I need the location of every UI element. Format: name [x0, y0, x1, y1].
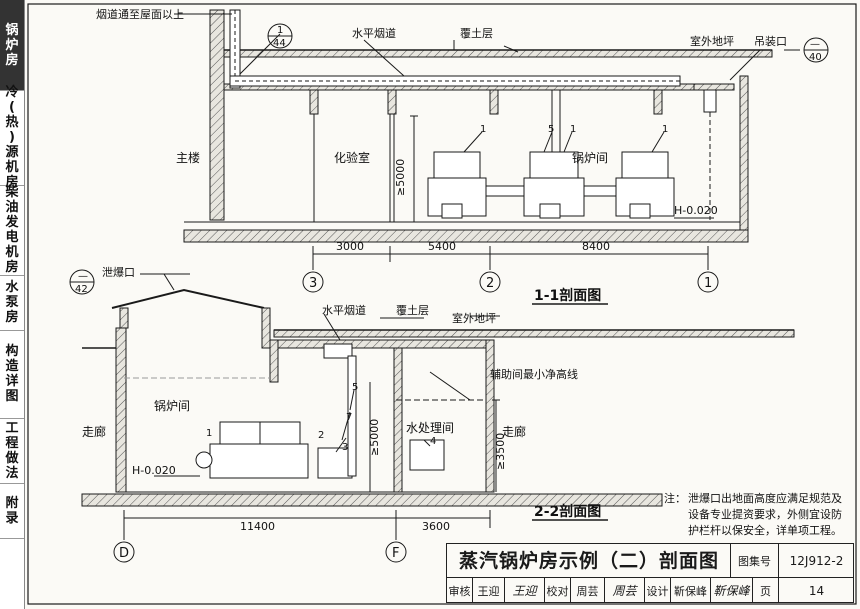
label-outdoor-grade-2: 室外地坪 — [452, 311, 496, 325]
label-corridor-left: 走廊 — [82, 424, 106, 439]
dim-text: 8400 — [582, 240, 610, 253]
label-lab-room: 化验室 — [334, 150, 370, 165]
axis-circle — [385, 541, 407, 563]
section-title-2: 2-2剖面图 — [534, 503, 601, 520]
axis-circle — [697, 271, 719, 293]
sidebar-tab[interactable]: 柴油发电机房 — [0, 185, 24, 276]
note-line: 设备专业提资要求，外侧宜设防 — [688, 507, 842, 521]
outer-wall-right — [739, 75, 749, 233]
label-height-5000-2: ≥5000 — [368, 419, 381, 456]
checker-signature: 周芸 — [605, 578, 645, 603]
note-line: 泄爆口出地面高度应满足规范及 — [688, 491, 842, 505]
label-horizontal-flue: 水平烟道 — [352, 26, 396, 40]
equipment-tag: 1 — [480, 124, 486, 135]
dim-text: 11400 — [240, 520, 275, 533]
water-tank — [409, 439, 445, 471]
check-label: 校对 — [545, 578, 571, 603]
label-floor-level-2: H-0.020 — [132, 464, 176, 477]
equipment-tag: 1 — [206, 428, 212, 439]
equipment-tag: 2 — [318, 430, 324, 441]
axis-label: F — [392, 546, 399, 561]
callout-bottom: 40 — [809, 52, 822, 63]
sidebar-tab[interactable]: 水泵房 — [0, 275, 24, 331]
axis-label: D — [119, 546, 129, 561]
page-label: 页 — [753, 578, 779, 603]
dim-text: 3600 — [422, 520, 450, 533]
label-corridor-right: 走廊 — [502, 424, 526, 439]
label-outdoor-grade: 室外地坪 — [690, 34, 734, 48]
note-line: 护栏杆以保安全，详单项工程。 — [688, 523, 842, 537]
callout-top: — — [810, 39, 820, 50]
equipment-tag: 5 — [548, 124, 554, 135]
sidebar-tab[interactable]: 附录 — [0, 483, 24, 539]
dim-text: 5400 — [428, 240, 456, 253]
title-block: 蒸汽锅炉房示例（二）剖面图 图集号 12J912-2 审核 王迎 王迎 校对 周… — [446, 543, 854, 603]
section-title-1: 1-1剖面图 — [534, 287, 601, 304]
axis-circle — [113, 541, 135, 563]
reviewer: 王迎 — [473, 578, 505, 603]
label-horizontal-flue-2: 水平烟道 — [322, 303, 366, 317]
label-main-building: 主楼 — [176, 150, 200, 165]
reviewer-signature: 王迎 — [505, 578, 545, 603]
boiler-unit — [427, 151, 527, 219]
equipment-tag: 1 — [570, 124, 576, 135]
boiler-unit — [523, 151, 623, 219]
label-boiler-room-2: 锅炉间 — [154, 398, 190, 413]
callout-top: — — [78, 271, 88, 282]
boiler-unit — [195, 421, 353, 479]
axis-label: 2 — [486, 276, 494, 291]
note-prefix: 注： — [664, 491, 686, 505]
drawing-title: 蒸汽锅炉房示例（二）剖面图 — [447, 544, 731, 578]
equipment-tag: 5 — [352, 382, 358, 393]
soil-cover-1 — [223, 49, 773, 58]
equipment-tag: 4 — [430, 436, 436, 447]
callout-bottom: 44 — [273, 38, 286, 49]
label-soil-cover-2: 覆土层 — [396, 304, 429, 317]
atlas-no: 12J912-2 — [779, 544, 854, 578]
label-height-5000: ≥5000 — [394, 159, 407, 196]
label-floor-level-1: H-0.020 — [674, 204, 718, 217]
axis-label: 3 — [309, 276, 317, 291]
page-number: 14 — [808, 583, 825, 598]
label-hoist-opening: 吊装口 — [754, 35, 787, 48]
flue-horizontal-2 — [323, 343, 353, 359]
floor-slab-1 — [183, 229, 749, 243]
explosion-vent-roof — [111, 288, 265, 309]
callout-bottom: 42 — [75, 284, 88, 295]
section-drawing: 烟道通至屋面以上 水平烟道 覆土层 室外地坪 吊装口 主楼 化验室 锅炉间 ≥5… — [27, 3, 857, 605]
review-label: 审核 — [447, 578, 473, 603]
label-explosion-vent: 泄爆口 — [102, 265, 135, 279]
label-height-3500: ≥3500 — [494, 433, 507, 470]
label-boiler-room-1: 锅炉间 — [572, 150, 608, 165]
boiler-unit — [615, 151, 675, 219]
axis-circle — [302, 271, 324, 293]
equipment-tag: 1 — [662, 124, 668, 135]
designer-signature: 靳保峰 — [711, 578, 753, 603]
label-soil-cover: 覆土层 — [460, 27, 493, 40]
atlas-no-label: 图集号 — [731, 544, 779, 578]
label-water-treatment: 水处理间 — [406, 421, 454, 435]
checker: 周芸 — [571, 578, 605, 603]
designer: 靳保峰 — [671, 578, 711, 603]
sidebar-tab[interactable]: 锅炉房 — [0, 0, 24, 91]
dim-text: 3000 — [336, 240, 364, 253]
equipment-tag: 7 — [346, 412, 352, 423]
equipment-tag: 3 — [342, 442, 348, 453]
sidebar-tab[interactable]: 构造详图 — [0, 330, 24, 419]
callout-top: 1 — [277, 25, 283, 36]
label-aux-clear-height: 辅助间最小净高线 — [490, 367, 578, 381]
sidebar-tab[interactable]: 冷(热)源机房 — [0, 85, 24, 190]
axis-circle — [479, 271, 501, 293]
sidebar: 锅炉房冷(热)源机房柴油发电机房水泵房构造详图工程做法附录 — [0, 0, 25, 609]
design-label: 设计 — [645, 578, 671, 603]
label-flue-to-roof: 烟道通至屋面以上 — [96, 7, 184, 21]
sidebar-tab[interactable]: 工程做法 — [0, 418, 24, 484]
axis-label: 1 — [704, 276, 712, 291]
floor-slab-2 — [81, 493, 663, 507]
